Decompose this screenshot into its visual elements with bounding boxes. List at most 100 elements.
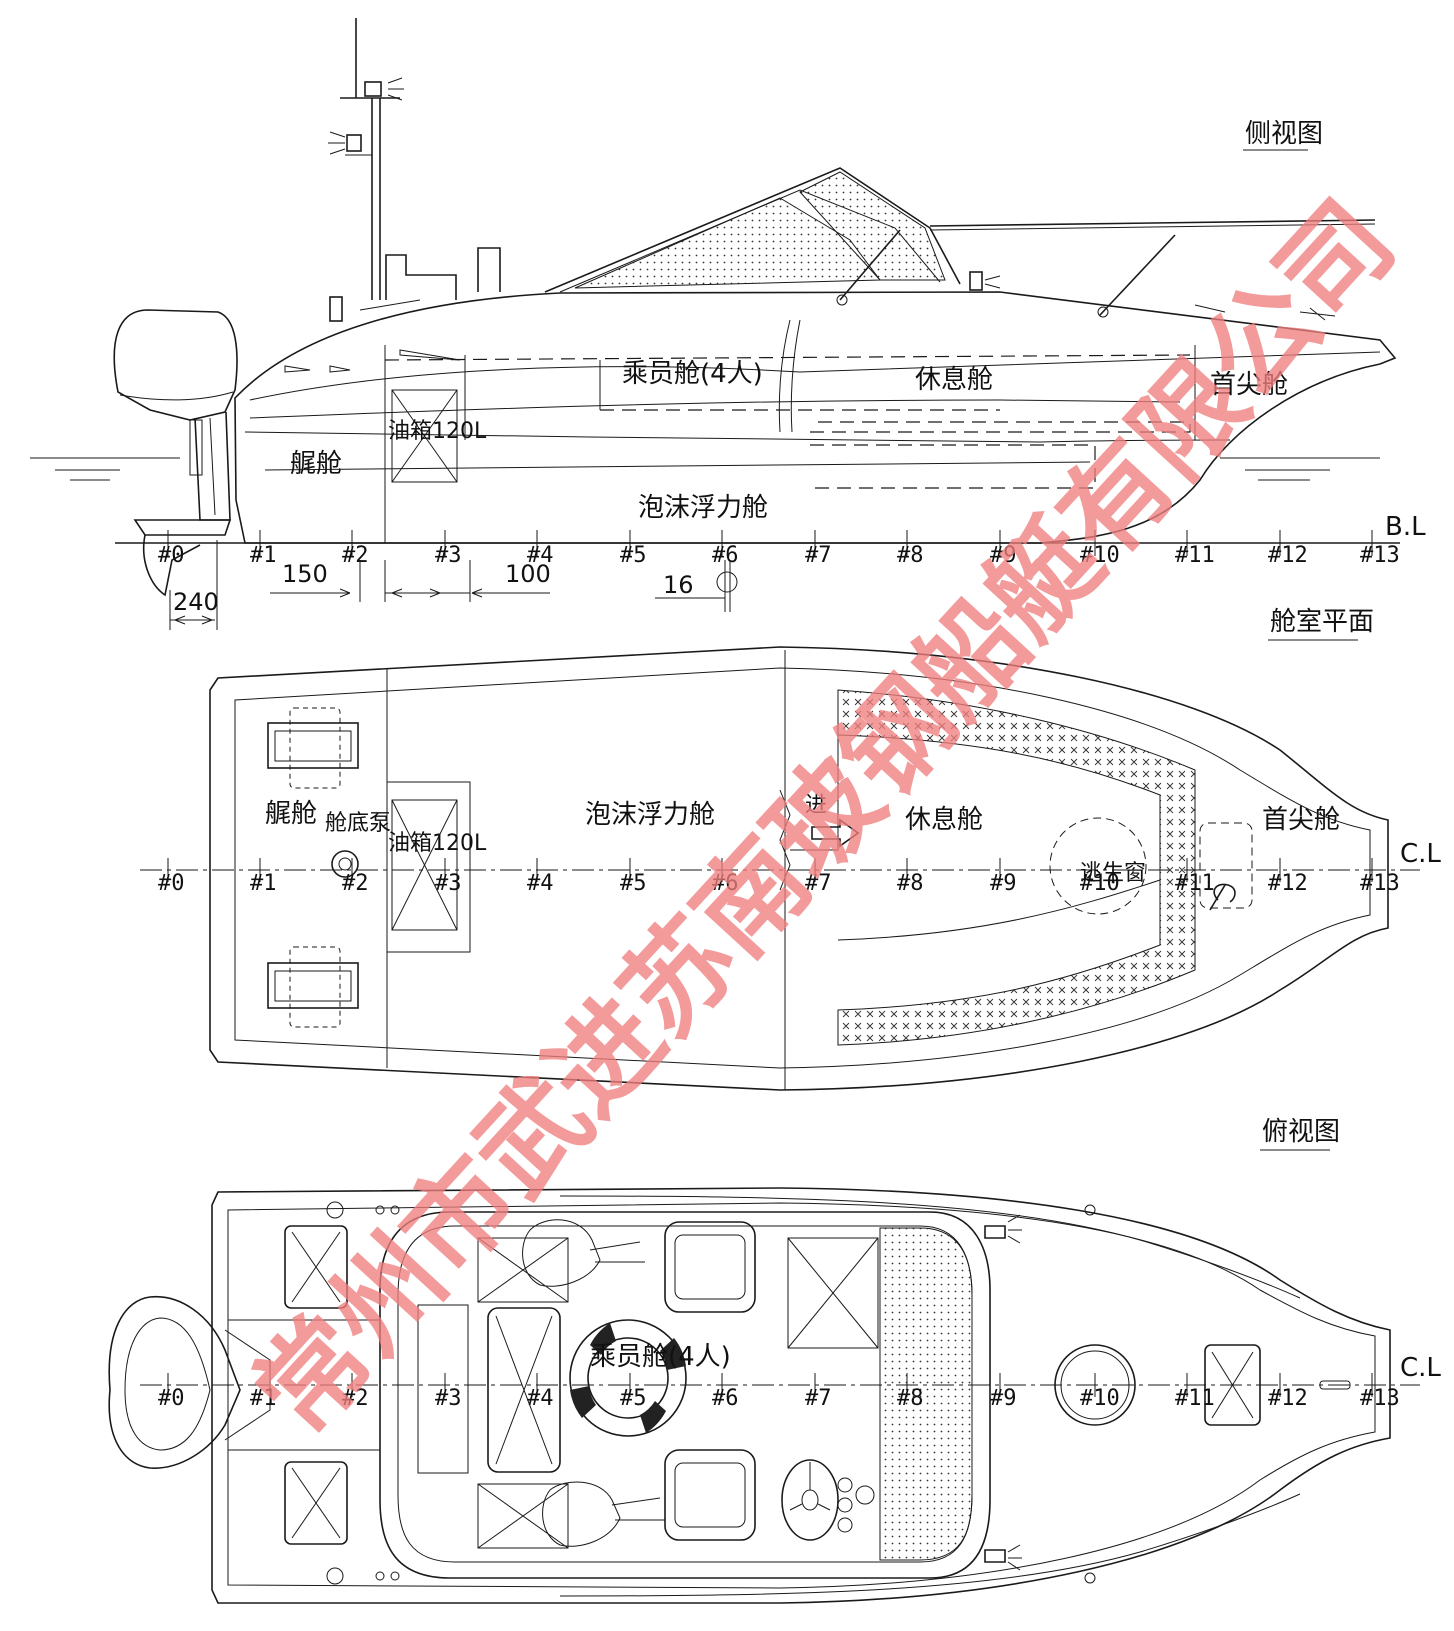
hull-cabin-outline xyxy=(209,646,1389,1091)
crew-figure-upper xyxy=(522,1219,601,1287)
outboard-motor-side xyxy=(113,309,238,421)
cabin-plan-view xyxy=(140,646,1420,1091)
frame-label: #0 xyxy=(158,1386,185,1411)
battery-upper xyxy=(267,722,359,769)
label-centerline-plan: C.L xyxy=(1400,839,1441,869)
frame-label: #2 xyxy=(342,543,369,568)
frame-label: #1 xyxy=(250,543,277,568)
frame-label: #10 xyxy=(1080,871,1120,896)
label-escape-hatch: 逃生窗 xyxy=(1080,861,1146,886)
label-fuel-plan: 油箱120L xyxy=(388,831,487,856)
frame-label: #3 xyxy=(435,871,462,896)
top-view xyxy=(108,1187,1420,1604)
label-centerline-top: C.L xyxy=(1400,1353,1441,1383)
cockpit-outline xyxy=(379,1211,991,1579)
crew-figure-lower xyxy=(542,1481,621,1547)
frame-label: #8 xyxy=(897,871,924,896)
frame-label: #5 xyxy=(620,543,647,568)
rest-cabin-bench xyxy=(837,689,1196,1046)
frame-label: #12 xyxy=(1268,543,1308,568)
side-view xyxy=(30,18,1400,630)
frame-label: #6 xyxy=(712,1386,739,1411)
frame-label: #10 xyxy=(1080,543,1120,568)
frame-label: #1 xyxy=(250,1386,277,1411)
escape-hatch-plan xyxy=(1049,817,1147,915)
label-stern-side: 艉舱 xyxy=(290,449,342,479)
anchor-icon xyxy=(1209,883,1236,911)
frame-label: #2 xyxy=(342,871,369,896)
fuel-tank-side xyxy=(391,389,458,483)
top-frame-labels: #0 #1 #2 #3 #4 #5 #6 #7 #8 #9 #10 #11 #1… xyxy=(158,1386,1400,1411)
lifebuoy xyxy=(569,1319,687,1437)
dim-150: 150 xyxy=(282,560,328,588)
frame-label: #7 xyxy=(805,543,832,568)
cabin-frame-labels: #0 #1 #2 #3 #4 #5 #6 #7 #8 #9 #10 #11 #1… xyxy=(158,871,1400,896)
frame-label: #0 xyxy=(158,543,185,568)
bilge-pump xyxy=(331,850,359,878)
label-foam-plan: 泡沫浮力舱 xyxy=(585,800,715,830)
frame-label: #5 xyxy=(620,1386,647,1411)
frame-label: #2 xyxy=(342,1386,369,1411)
frame-label: #7 xyxy=(805,1386,832,1411)
frame-label: #4 xyxy=(527,871,554,896)
frame-label: #10 xyxy=(1080,1386,1120,1411)
seat-lower xyxy=(664,1449,756,1541)
label-foam-side: 泡沫浮力舱 xyxy=(638,493,768,523)
frame-label: #8 xyxy=(897,1386,924,1411)
title-side-view: 侧视图 xyxy=(1245,119,1323,149)
bow-hatch-plan xyxy=(1199,822,1253,909)
frame-label: #7 xyxy=(805,871,832,896)
steering-wheel xyxy=(781,1459,839,1541)
title-top-view: 俯视图 xyxy=(1262,1117,1340,1147)
hull-top-outline xyxy=(211,1187,1391,1604)
frame-label: #0 xyxy=(158,871,185,896)
frame-label: #12 xyxy=(1268,871,1308,896)
frame-label: #9 xyxy=(990,543,1017,568)
bow-hatch-top xyxy=(1204,1344,1261,1426)
battery-lower xyxy=(267,962,359,1009)
frame-label: #11 xyxy=(1175,871,1215,896)
dim-240: 240 xyxy=(173,588,219,616)
frame-label: #8 xyxy=(897,543,924,568)
dim-16: 16 xyxy=(663,571,694,599)
frame-label: #13 xyxy=(1360,871,1400,896)
outboard-motor-top xyxy=(108,1295,241,1469)
center-locker xyxy=(487,1307,561,1473)
side-frame-ticks xyxy=(167,530,1373,556)
frame-label: #13 xyxy=(1360,1386,1400,1411)
label-bow-plan: 首尖舱 xyxy=(1262,805,1340,835)
fuel-tank-plan xyxy=(386,781,471,953)
hull-side-outline xyxy=(234,291,1397,544)
frame-label: #9 xyxy=(990,1386,1017,1411)
label-fuel-side: 油箱120L xyxy=(388,419,487,444)
label-crew-top: 乘员舱(4人) xyxy=(590,1342,731,1372)
frame-label: #3 xyxy=(435,1386,462,1411)
frame-label: #4 xyxy=(527,1386,554,1411)
cabin-frame-ticks xyxy=(167,858,1373,882)
label-rest-cabin-side: 休息舱 xyxy=(915,365,993,395)
frame-label: #3 xyxy=(435,543,462,568)
escape-hatch-top xyxy=(1054,1344,1136,1426)
seat-upper xyxy=(664,1221,756,1313)
helm-deck-grip xyxy=(879,1227,973,1561)
frame-label: #1 xyxy=(250,871,277,896)
label-bilge-pump: 舱底泵 xyxy=(325,811,391,836)
frame-label: #6 xyxy=(712,871,739,896)
top-frame-ticks xyxy=(167,1373,1373,1397)
frame-label: #11 xyxy=(1175,1386,1215,1411)
dim-100: 100 xyxy=(505,560,551,588)
label-baseline: B.L xyxy=(1385,512,1426,542)
label-bow-side: 首尖舱 xyxy=(1210,370,1288,400)
frame-label: #9 xyxy=(990,871,1017,896)
label-entry: 进 xyxy=(805,793,827,818)
company-watermark: 常州市武进苏南玻钢船艇有限公司 xyxy=(232,179,1419,1458)
entry-arrow xyxy=(811,818,860,848)
frame-label: #4 xyxy=(527,543,554,568)
frame-label: #12 xyxy=(1268,1386,1308,1411)
frame-label: #11 xyxy=(1175,543,1215,568)
frame-label: #13 xyxy=(1360,543,1400,568)
label-stern-plan: 艉舱 xyxy=(265,799,317,829)
frame-label: #5 xyxy=(620,871,647,896)
label-crew-cabin-side: 乘员舱(4人) xyxy=(622,359,763,389)
